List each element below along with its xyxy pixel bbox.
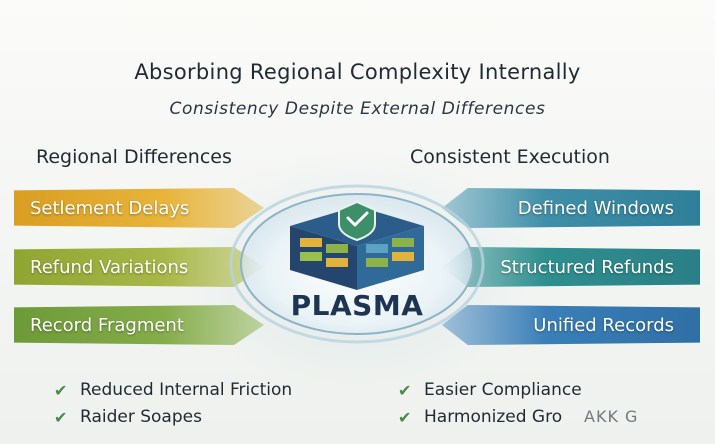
check-icon: ✔ xyxy=(398,407,412,427)
right-band-label: Unified Records xyxy=(533,314,674,336)
shield-check-cube-icon xyxy=(290,200,424,290)
plasma-hub xyxy=(229,184,485,344)
left-band-label: Refund Variations xyxy=(30,256,189,278)
benefit-label: Harmonized Gro xyxy=(424,407,563,427)
benefit-item: ✔ Reduced Internal Friction xyxy=(54,380,292,400)
right-band-windows: Defined Windows xyxy=(442,188,700,228)
watermark: AKK G xyxy=(584,407,639,426)
right-band-records: Unified Records xyxy=(442,305,700,345)
check-icon: ✔ xyxy=(54,407,68,427)
benefit-item: ✔ Raider Soapes xyxy=(54,407,202,427)
left-band-label: Record Fragment xyxy=(30,314,184,336)
left-band-record: Record Fragment xyxy=(14,305,264,345)
benefit-label: Reduced Internal Friction xyxy=(80,380,293,400)
hub-label: PLASMA xyxy=(290,289,424,322)
right-band-label: Structured Refunds xyxy=(500,256,674,278)
left-band-refund: Refund Variations xyxy=(14,247,264,287)
left-band-label: Setlement Delays xyxy=(30,197,190,219)
benefit-item: ✔ Easier Compliance xyxy=(398,380,582,400)
benefit-label: Raider Soapes xyxy=(80,407,202,427)
right-band-refunds: Structured Refunds xyxy=(442,247,700,287)
diagram-title: Absorbing Regional Complexity Internally xyxy=(134,60,581,84)
diagram-subtitle: Consistency Despite External Differences xyxy=(169,99,546,119)
hub-ring-outer xyxy=(229,184,485,344)
right-column-heading: Consistent Execution xyxy=(410,146,610,168)
right-band-label: Defined Windows xyxy=(517,197,674,219)
left-column-heading: Regional Differences xyxy=(36,146,232,168)
left-band-settlement: Setlement Delays xyxy=(14,188,264,228)
benefit-item: ✔ Harmonized Gro xyxy=(398,407,562,427)
benefit-label: Easier Compliance xyxy=(424,380,582,400)
check-icon: ✔ xyxy=(398,380,412,400)
check-icon: ✔ xyxy=(54,380,68,400)
